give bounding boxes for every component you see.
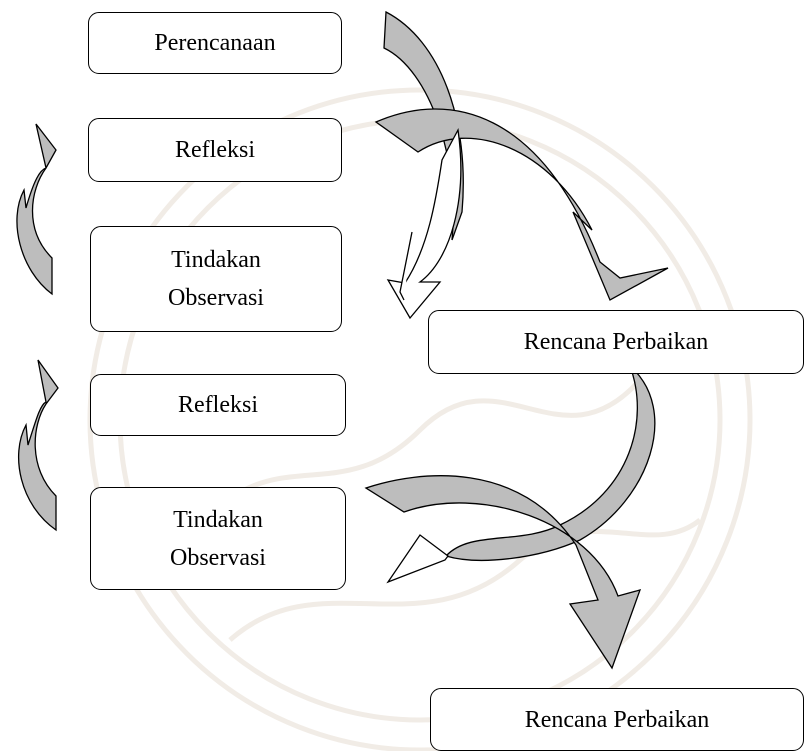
box-rencana-perbaikan-2-label: Rencana Perbaikan <box>524 706 710 733</box>
arrow-to-tindakan-1 <box>386 127 462 320</box>
arrow-curve-to-rencana-1 <box>374 108 669 301</box>
box-tindakan-observasi-2: Tindakan Observasi <box>90 487 346 590</box>
arrow-up-left-2 <box>18 359 59 532</box>
arrow-up-left-1 <box>16 123 57 296</box>
box-tindakan-observasi-1-line1: Tindakan <box>171 247 261 273</box>
box-refleksi-1-label: Refleksi <box>175 137 255 163</box>
box-perencanaan: Perencanaan <box>88 12 342 74</box>
box-rencana-perbaikan-2: Rencana Perbaikan <box>430 688 804 751</box>
arrow-to-tindakan-1-head <box>399 231 413 301</box>
box-perencanaan-label: Perencanaan <box>154 30 276 56</box>
arrow-to-tindakan-2-head <box>386 534 449 584</box>
box-tindakan-observasi-2-line1: Tindakan <box>173 506 263 533</box>
box-refleksi-1: Refleksi <box>88 118 342 182</box>
box-refleksi-2: Refleksi <box>90 374 346 436</box>
box-rencana-perbaikan-1-label: Rencana Perbaikan <box>523 329 709 355</box>
box-rencana-perbaikan-1: Rencana Perbaikan <box>428 310 804 374</box>
arrow-curve-to-rencana-2 <box>364 475 642 670</box>
box-tindakan-observasi-2-line2: Observasi <box>170 544 266 571</box>
box-refleksi-2-label: Refleksi <box>178 392 258 418</box>
box-tindakan-observasi-1-line2: Observasi <box>168 285 264 311</box>
box-tindakan-observasi-1: Tindakan Observasi <box>90 226 342 332</box>
